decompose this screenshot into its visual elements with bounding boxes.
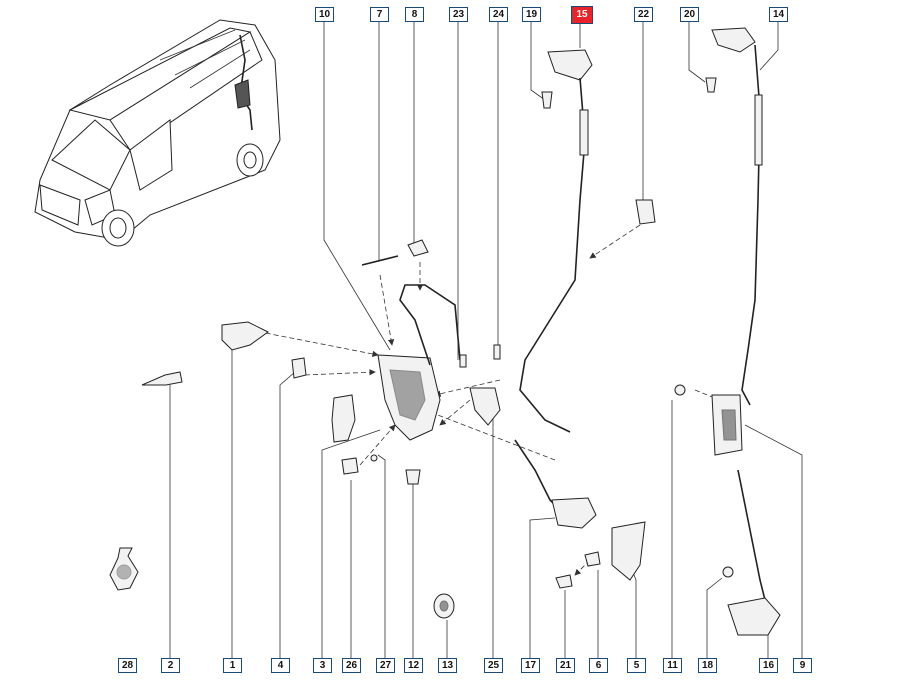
callout-20[interactable]: 20: [680, 7, 699, 22]
callout-19[interactable]: 19: [522, 7, 541, 22]
callout-24[interactable]: 24: [489, 7, 508, 22]
callout-17[interactable]: 17: [521, 658, 540, 673]
callout-4[interactable]: 4: [271, 658, 290, 673]
callout-14[interactable]: 14: [769, 7, 788, 22]
callout-9[interactable]: 9: [793, 658, 812, 673]
van-illustration: [34, 19, 281, 247]
callout-5[interactable]: 5: [627, 658, 646, 673]
callout-1[interactable]: 1: [223, 658, 242, 673]
callout-2[interactable]: 2: [161, 658, 180, 673]
callout-6[interactable]: 6: [589, 658, 608, 673]
callout-22[interactable]: 22: [634, 7, 653, 22]
callout-25[interactable]: 25: [484, 658, 503, 673]
callout-15-selected[interactable]: 15: [571, 6, 593, 24]
callout-10[interactable]: 10: [315, 7, 334, 22]
callout-26[interactable]: 26: [342, 658, 361, 673]
callout-8[interactable]: 8: [405, 7, 424, 22]
callout-27[interactable]: 27: [376, 658, 395, 673]
leader-lines: [169, 22, 803, 660]
callout-3[interactable]: 3: [313, 658, 332, 673]
callout-23[interactable]: 23: [449, 7, 468, 22]
callout-11[interactable]: 11: [663, 658, 682, 673]
assembly-arrows: [249, 224, 721, 576]
callout-16[interactable]: 16: [759, 658, 778, 673]
callout-18[interactable]: 18: [698, 658, 717, 673]
callout-12[interactable]: 12: [404, 658, 423, 673]
callout-21[interactable]: 21: [556, 658, 575, 673]
parts: [109, 27, 781, 636]
callout-7[interactable]: 7: [370, 7, 389, 22]
callout-28[interactable]: 28: [118, 658, 137, 673]
callout-13[interactable]: 13: [438, 658, 457, 673]
